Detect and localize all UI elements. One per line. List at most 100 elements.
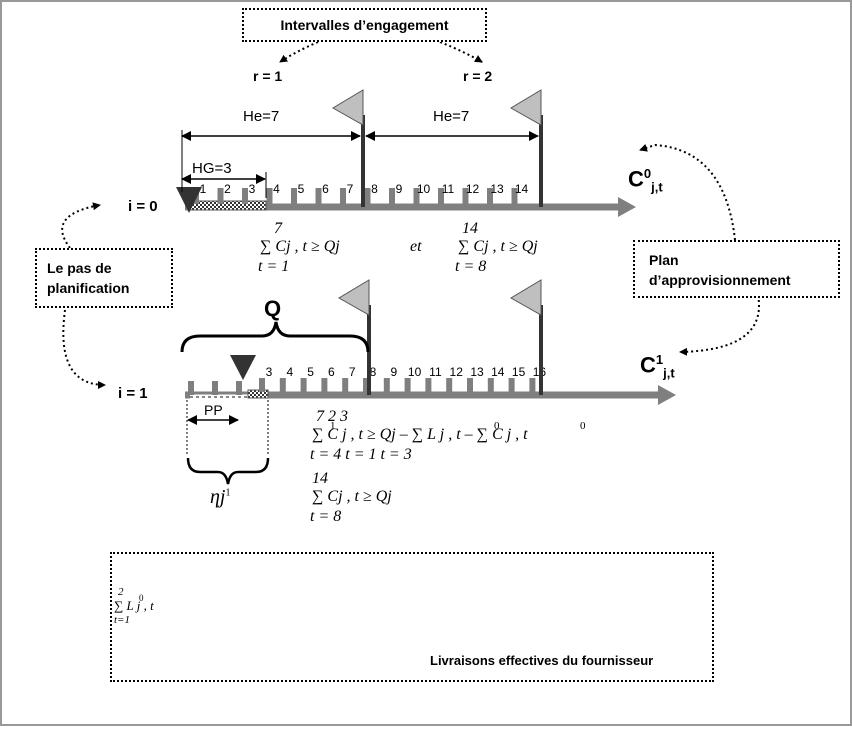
tl1-tick-6 [321, 378, 328, 392]
c0-main: C [628, 166, 644, 192]
c1-main: C [640, 352, 656, 378]
he2-label: He=7 [433, 108, 470, 125]
planning-step-line1: Le pas de [47, 260, 112, 276]
f3-bot: t=1 [114, 614, 130, 626]
deliveries-caption: Livraisons effectives du fournisseur [430, 653, 654, 668]
tl1-tick-12 [446, 378, 453, 392]
f1-top: 7 2 3 [316, 408, 348, 425]
planning-marker-i0 [176, 187, 202, 213]
tl1-tick-label-9: 9 [390, 365, 397, 379]
tl0-tick-label-2: 2 [224, 182, 231, 196]
eta-label: ηj1 [210, 486, 230, 509]
i1-label: i = 1 [118, 385, 148, 402]
flag-r1-i1 [338, 279, 370, 316]
tl0-tick-12 [462, 188, 469, 204]
c1-sub: j,t [663, 365, 675, 381]
tl1-tick-label-11: 11 [429, 365, 442, 379]
f2-body: ∑ Cj , t ≥ Qj [312, 488, 392, 505]
tl0-tick-7 [340, 188, 346, 204]
connector-r2 [439, 41, 483, 63]
planning-step-box: Le pas de planification [35, 248, 173, 308]
tl0-tick-13 [487, 188, 493, 204]
tl0-tick-label-4: 4 [273, 182, 280, 196]
tl0-tick-2 [217, 188, 224, 204]
flag-r2-i1 [510, 279, 542, 316]
tl1-tick-8 [363, 378, 369, 392]
i0-label: i = 0 [128, 198, 158, 215]
c0-label: C0j,t [628, 166, 663, 195]
supply-plan-box: Plan d’approvisionnement [633, 240, 840, 298]
tl0-tick-5 [291, 188, 297, 204]
f1-bot: t = 4 t = 1 t = 3 [310, 446, 412, 463]
connector-r1 [279, 41, 319, 63]
tl0-tick-10 [413, 188, 420, 204]
past-tick [188, 381, 194, 395]
commitment-intervals-box: Intervalles d’engagement [242, 8, 487, 42]
planning-marker-i1 [230, 355, 256, 380]
tl1-tick-10 [404, 378, 411, 392]
f1-sup-b: 0 [494, 420, 500, 432]
f0-body2: ∑ Cj , t ≥ Qj [458, 238, 538, 255]
tl1-tick-9 [383, 378, 390, 392]
tl1-tick-label-12: 12 [450, 365, 464, 379]
tl1-tick-label-6: 6 [328, 365, 335, 379]
tl1-tick-label-15: 15 [512, 365, 526, 379]
tl0-tick-11 [438, 188, 444, 204]
connector-i0 [61, 202, 101, 249]
c0-sup: 0 [643, 166, 652, 181]
tl1-tick-4 [279, 378, 286, 392]
planning-step-line2: planification [47, 280, 130, 296]
f0-bot1: t = 1 [258, 258, 290, 275]
tl1-tick-14 [487, 378, 494, 392]
tl0-tick-6 [315, 188, 322, 204]
r1-label: r = 1 [253, 68, 283, 84]
timeline-i0-arrowhead [618, 197, 636, 217]
tl0-tick-label-13: 13 [490, 182, 504, 196]
pp-label: PP [204, 402, 223, 418]
hg-label: HG=3 [192, 160, 232, 177]
supply-plan-line1: Plan [649, 252, 679, 268]
timeline-i1: 345678910111213141516 [185, 279, 676, 405]
tl1-tick-5 [300, 378, 307, 392]
tl1-tick-label-5: 5 [307, 365, 314, 379]
tl0-tick-label-8: 8 [371, 182, 378, 196]
f3-body: ∑ L j , t [114, 598, 154, 613]
tl0-tick-label-7: 7 [347, 182, 354, 196]
past-tick [212, 381, 218, 395]
eta-sup: 1 [225, 487, 231, 499]
flag-r1-i0 [332, 89, 364, 126]
q-label: Q [264, 296, 282, 321]
tl0-tick-14 [511, 188, 518, 204]
q-brace [180, 321, 370, 353]
commitment-intervals-title: Intervalles d’engagement [280, 17, 449, 33]
tl1-tick-label-13: 13 [470, 365, 484, 379]
c1-label: C1j,t [640, 352, 675, 381]
tl1-tick-label-3: 3 [266, 365, 273, 379]
frozen-bar-i1 [247, 389, 269, 399]
f0-top2: 14 [462, 220, 478, 237]
f0-bot2: t = 8 [455, 258, 487, 275]
tl0-tick-label-12: 12 [466, 182, 480, 196]
f0-top1: 7 [274, 220, 282, 237]
tl0-tick-3 [242, 188, 248, 204]
tl1-tick-label-8: 8 [370, 365, 377, 379]
tl0-tick-label-11: 11 [442, 182, 455, 196]
connector-i1 [62, 309, 106, 389]
eta-main: ηj [210, 486, 226, 508]
tl1-tick-label-14: 14 [491, 365, 505, 379]
f0-body1: ∑ Cj , t ≥ Qj [260, 238, 340, 255]
tl0-tick-label-14: 14 [515, 182, 529, 196]
tl0-tick-label-3: 3 [249, 182, 256, 196]
f1-body: ∑ C j , t ≥ Qj – ∑ L j , t – ∑ C j , t [312, 426, 528, 443]
tl0-tick-label-1: 1 [200, 182, 207, 196]
c0-sub: j,t [651, 179, 663, 195]
tl1-tick-label-7: 7 [349, 365, 356, 379]
flag-r2-i0 [510, 89, 542, 126]
f3-top: 2 [118, 586, 124, 598]
tl1-tick-13 [467, 378, 473, 392]
f1-sup-a: 1 [330, 420, 336, 432]
tl1-tick-label-4: 4 [286, 365, 293, 379]
f2-top: 14 [312, 470, 328, 487]
